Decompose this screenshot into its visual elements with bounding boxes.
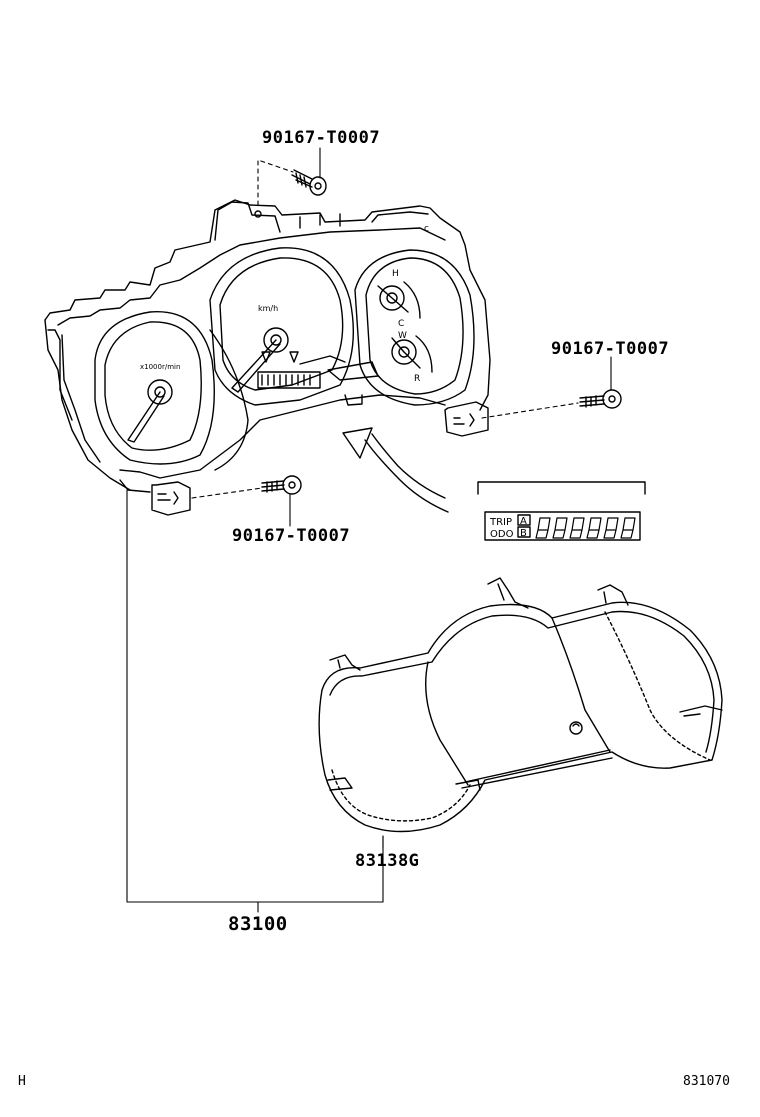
screw-top — [291, 169, 327, 196]
screw-right — [579, 389, 622, 409]
callout-assembly: 83100 — [228, 913, 288, 935]
corner-mark-label: c — [424, 224, 429, 234]
meter-lens — [318, 577, 723, 833]
button-a-box — [517, 514, 531, 526]
callout-screw-top: 90167-T0007 — [262, 128, 381, 148]
odometer-digit-segments — [535, 517, 636, 539]
tachometer-unit-label: x1000r/min — [140, 363, 180, 371]
speedometer-unit-label: km/h — [258, 304, 278, 313]
trip-label: TRIP — [489, 517, 512, 528]
button-b-box — [517, 526, 531, 538]
button-b-label: B — [520, 528, 527, 539]
callout-screw-bottom: 90167-T0007 — [232, 526, 351, 546]
callout-screw-right: 90167-T0007 — [551, 339, 670, 359]
button-a-label: A — [520, 516, 527, 527]
gauge-markings: x1000r/min km/h H C W R c — [140, 224, 429, 384]
footer-right-code: 831070 — [683, 1074, 730, 1089]
fuel-lower-label: R — [414, 374, 420, 384]
screw-bottom — [261, 475, 302, 495]
odo-label: ODO — [490, 529, 514, 540]
leader-lines — [126, 147, 612, 913]
fuel-upper-label: W — [398, 331, 407, 341]
detail-indicator — [342, 427, 646, 541]
temp-cold-label: C — [398, 319, 404, 329]
temp-hot-label: H — [392, 269, 399, 279]
odometer-display: TRIP ODO A B — [489, 514, 531, 540]
callout-lens: 83138G — [355, 851, 420, 871]
footer-left-code: H — [18, 1074, 26, 1089]
combination-meter — [44, 199, 491, 516]
